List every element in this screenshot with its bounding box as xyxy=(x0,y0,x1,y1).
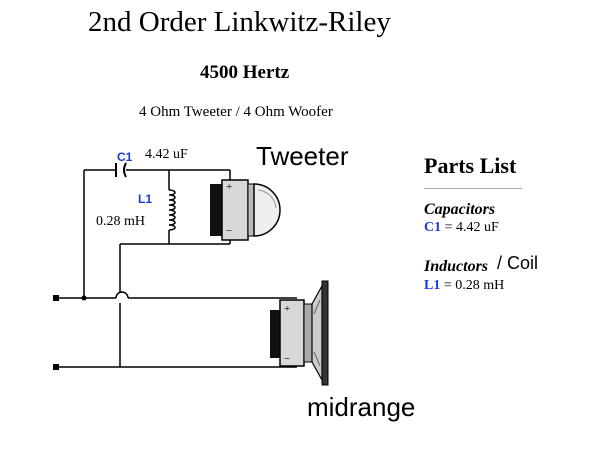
tweeter-speaker xyxy=(210,179,281,241)
tweeter-minus-mark: − xyxy=(226,225,232,237)
c1-capacitor-symbol xyxy=(115,162,127,178)
inductor-entry: L1 = 0.28 mH xyxy=(424,278,504,294)
parts-list-divider xyxy=(424,188,522,189)
inductors-coil-suffix: / Coil xyxy=(497,253,539,273)
midrange-speaker xyxy=(270,280,329,386)
midrange-voice-coil xyxy=(303,303,313,363)
capacitor-value: = 4.42 uF xyxy=(441,220,499,235)
c1-reference-label: C1 xyxy=(117,150,133,164)
tweeter-body xyxy=(221,179,249,241)
inductor-ref: L1 xyxy=(424,278,441,293)
capacitor-ref: C1 xyxy=(424,220,442,235)
junction-dot xyxy=(81,295,87,301)
page-title: 2nd Order Linkwitz-Riley xyxy=(88,6,391,38)
frequency-heading: 4500 Hertz xyxy=(200,62,290,83)
l1-inductor-symbol xyxy=(168,189,176,231)
capacitor-entry: C1 = 4.42 uF xyxy=(424,220,499,236)
tweeter-dome xyxy=(253,183,281,237)
tweeter-label: Tweeter xyxy=(256,141,349,171)
midrange-label: midrange xyxy=(307,392,416,422)
l1-value-label: 0.28 mH xyxy=(96,214,145,229)
tweeter-plus-mark: + xyxy=(226,181,232,193)
tweeter-magnet xyxy=(210,184,222,236)
inductors-heading: Inductors xyxy=(424,258,489,275)
c1-value-label: 4.42 uF xyxy=(145,147,188,162)
parts-list-title: Parts List xyxy=(424,153,517,178)
input-terminal-negative xyxy=(53,364,59,370)
midrange-plus-mark: + xyxy=(284,303,290,315)
wires xyxy=(56,169,297,368)
midrange-minus-mark: − xyxy=(284,353,290,365)
impedance-subtitle: 4 Ohm Tweeter / 4 Ohm Woofer xyxy=(139,104,333,120)
l1-reference-label: L1 xyxy=(138,192,152,206)
wire-crossover-hop xyxy=(115,291,129,299)
capacitors-heading: Capacitors xyxy=(424,201,496,218)
tweeter-plate xyxy=(247,183,255,237)
midrange-magnet xyxy=(270,310,280,358)
midrange-surround xyxy=(321,280,329,386)
inductor-value: = 0.28 mH xyxy=(440,278,505,293)
midrange-cone xyxy=(311,283,323,383)
input-terminal-positive xyxy=(53,295,59,301)
